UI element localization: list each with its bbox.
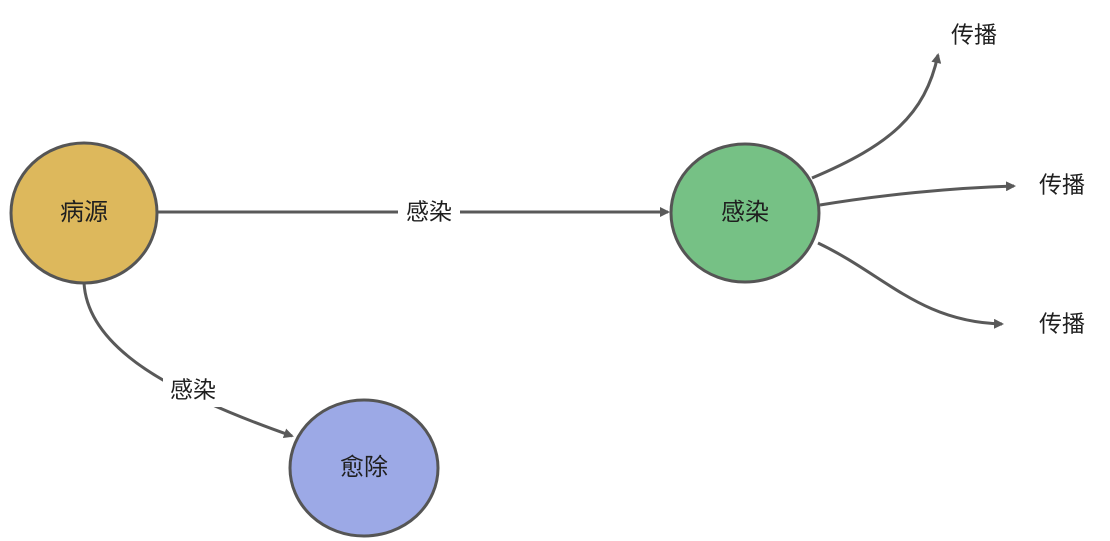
node-source-label: 病源 (60, 198, 108, 226)
edge-spread-lower (817, 241, 1004, 329)
edge-spread-middle (819, 181, 1016, 207)
edge-source-to-recovery (82, 282, 294, 439)
edge-label-source-to-recovery: 感染 (170, 378, 216, 404)
node-infection-label: 感染 (721, 198, 769, 226)
edge-label-spread-2: 传播 (1039, 173, 1085, 199)
node-recovery-circle (288, 398, 440, 538)
edge-label-background-main (398, 196, 460, 228)
node-source-circle (9, 141, 159, 285)
node-infection-circle (669, 142, 821, 284)
node-recovery: 愈除 (288, 398, 440, 538)
edge-label-background-recovery (163, 373, 223, 407)
node-infection: 感染 (669, 142, 821, 284)
edge-label-spread-1: 传播 (951, 23, 997, 49)
edge-label-source-to-infection: 感染 (406, 200, 452, 226)
node-recovery-label: 愈除 (340, 453, 388, 481)
node-source: 病源 (9, 141, 159, 285)
edge-spread-upper (811, 53, 942, 180)
edge-label-spread-3: 传播 (1039, 312, 1085, 338)
